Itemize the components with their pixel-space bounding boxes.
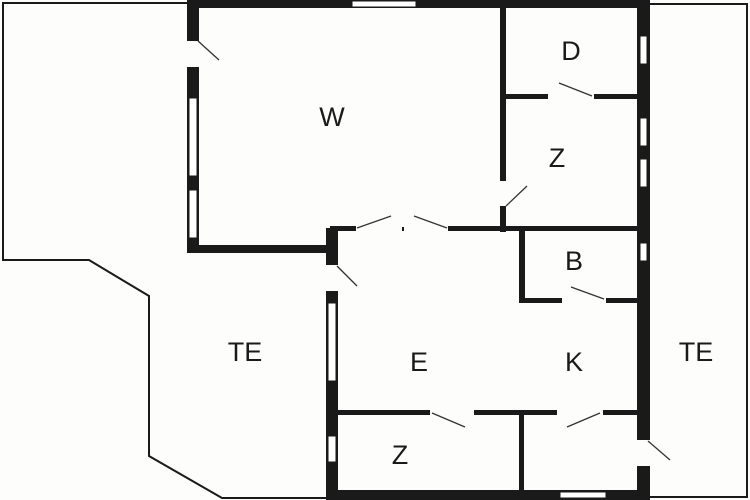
room-label-te-right: TE	[679, 337, 714, 367]
door-gap-z2	[430, 409, 474, 416]
door-swing-right	[647, 440, 671, 461]
wall-b-left	[519, 231, 525, 302]
door-swing-b	[570, 286, 605, 300]
room-label-w: W	[319, 102, 345, 132]
window-b-right	[639, 242, 648, 262]
room-label-e: E	[410, 347, 428, 377]
door-swing-d	[558, 82, 593, 97]
wall-w-right	[500, 0, 506, 232]
wall-top	[187, 0, 650, 8]
door-swing-w-left	[197, 40, 220, 61]
wall-z2-right	[519, 412, 524, 492]
door-gap-b	[562, 297, 606, 304]
window-w-left-1	[188, 97, 198, 177]
door-swing-w-e-right	[413, 215, 448, 229]
window-w-left-2	[188, 189, 198, 239]
window-z1-right-2	[639, 158, 648, 188]
window-e-left	[327, 302, 337, 382]
door-swing-k-sub	[566, 412, 601, 428]
terrace-left-outline	[2, 2, 330, 499]
room-label-b: B	[565, 246, 583, 276]
wall-bottom	[326, 490, 650, 500]
door-gap-k-sub	[557, 409, 603, 416]
door-swing-w-z1	[505, 185, 528, 207]
wall-w-bottom	[187, 245, 337, 253]
window-bottom-k	[559, 491, 607, 499]
door-swing-w-e-left	[356, 215, 392, 229]
room-label-z-upper: Z	[549, 143, 566, 173]
wall-ek-bottom	[336, 410, 638, 415]
room-label-d: D	[561, 36, 581, 66]
window-z2-left	[327, 435, 337, 463]
door-gap-e-left	[325, 265, 339, 291]
window-d-right	[639, 35, 648, 65]
room-label-te-left: TE	[228, 337, 263, 367]
door-gap-w-left	[186, 41, 200, 67]
door-gap-w-z1	[499, 181, 507, 206]
window-top-w	[351, 0, 417, 8]
terrace-right-outline	[645, 3, 748, 498]
door-gap-right	[636, 440, 651, 466]
door-gap-d	[548, 93, 594, 100]
room-label-z-lower: Z	[392, 440, 409, 470]
door-center-mark	[402, 227, 404, 231]
room-label-k: K	[565, 347, 583, 377]
door-swing-e-left	[336, 265, 358, 287]
door-swing-z2	[431, 412, 466, 428]
wall-z1-bottom	[330, 226, 638, 231]
window-z1-right-1	[639, 117, 648, 147]
